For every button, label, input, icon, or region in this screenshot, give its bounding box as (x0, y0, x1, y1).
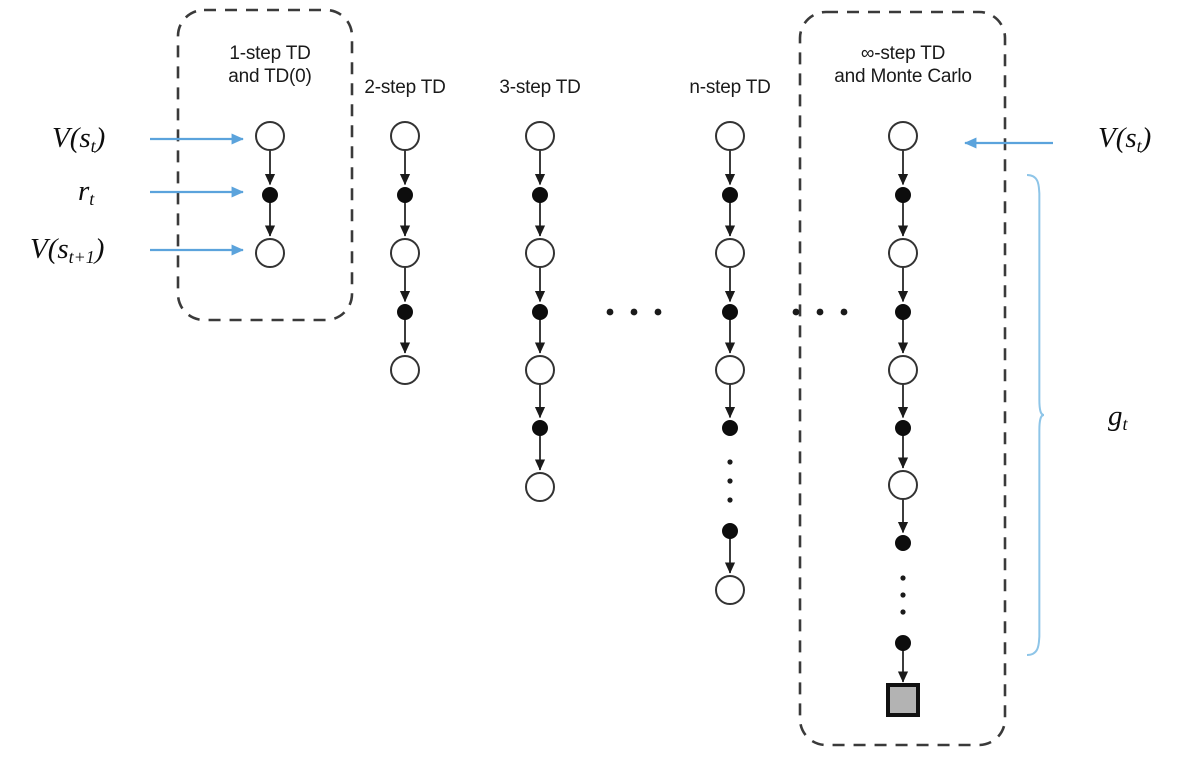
dashed-group-box-monte-carlo-box (798, 10, 1007, 747)
math-label-value-st1-base: V(s (30, 233, 69, 265)
math-label-return-gt: gt (1108, 400, 1128, 435)
horizontal-ellipsis-dot (792, 308, 800, 316)
math-label-value-st-right-base: V(s (1098, 122, 1137, 154)
horizontal-ellipsis-dot (606, 308, 614, 316)
return-brace-group (1026, 174, 1045, 656)
math-label-return-gt-base: g (1108, 400, 1123, 432)
state-node (715, 575, 745, 605)
math-label-value-st1-subscript: t+1 (68, 247, 95, 268)
math-label-reward-rt-base: r (78, 175, 90, 207)
reward-node (532, 187, 548, 203)
state-node (888, 355, 918, 385)
state-node (390, 238, 420, 268)
reward-node (895, 304, 911, 320)
math-label-value-st1: V(st+1) (30, 233, 104, 268)
state-node (888, 121, 918, 151)
return-brace-path (1026, 174, 1045, 656)
reward-node (722, 187, 738, 203)
terminal-node (886, 683, 920, 717)
dashed-boxes-group (176, 8, 1007, 747)
horizontal-ellipsis-dot (840, 308, 848, 316)
state-node (888, 470, 918, 500)
state-node (888, 238, 918, 268)
state-node (390, 121, 420, 151)
reward-node (895, 187, 911, 203)
column-header-infinite-step: ∞-step TD and Monte Carlo (834, 43, 972, 87)
reward-node (722, 523, 738, 539)
state-node (525, 355, 555, 385)
column-header-three-step: 3-step TD (499, 77, 581, 98)
math-label-reward-rt: rt (78, 175, 94, 210)
math-label-value-st-right-tail: ) (1141, 122, 1152, 154)
math-label-value-st1-tail: ) (94, 233, 105, 265)
math-label-value-st-subscript: t (90, 136, 96, 157)
math-label-value-st-base: V(s (52, 122, 91, 154)
column-header-one-step: 1-step TD and TD(0) (228, 43, 312, 87)
vertical-ellipsis-dot (900, 592, 906, 598)
math-label-value-st: V(st) (52, 122, 105, 157)
reward-node (722, 420, 738, 436)
reward-node (895, 420, 911, 436)
state-node (390, 355, 420, 385)
math-label-reward-rt-subscript: t (89, 189, 95, 210)
reward-node (262, 187, 278, 203)
chain-nodes-group (255, 121, 920, 717)
state-node (255, 121, 285, 151)
vertical-ellipsis-dot (727, 497, 733, 503)
ellipsis-group (606, 308, 906, 615)
reward-node (532, 420, 548, 436)
horizontal-ellipsis-dot (654, 308, 662, 316)
reward-node (895, 535, 911, 551)
math-label-return-gt-subscript: t (1122, 414, 1128, 435)
vertical-ellipsis-dot (900, 609, 906, 615)
reward-node (397, 304, 413, 320)
horizontal-ellipsis-dot (816, 308, 824, 316)
horizontal-ellipsis-dot (630, 308, 638, 316)
math-label-value-st-right-subscript: t (1136, 136, 1142, 157)
chain-edges-group (264, 150, 909, 683)
column-header-two-step: 2-step TD (364, 77, 446, 98)
reward-node (722, 304, 738, 320)
vertical-ellipsis-dot (727, 459, 733, 465)
reward-node (397, 187, 413, 203)
reward-node (532, 304, 548, 320)
column-header-n-step: n-step TD (689, 77, 771, 98)
state-node (525, 121, 555, 151)
vertical-ellipsis-dot (727, 478, 733, 484)
math-label-value-st-tail: ) (95, 122, 106, 154)
state-node (525, 472, 555, 502)
state-node (715, 355, 745, 385)
state-node (525, 238, 555, 268)
math-label-value-st-right: V(st) (1098, 122, 1151, 157)
vertical-ellipsis-dot (900, 575, 906, 581)
state-node (255, 238, 285, 268)
annotation-arrows-group (150, 133, 1053, 256)
reward-node (895, 635, 911, 651)
state-node (715, 121, 745, 151)
state-node (715, 238, 745, 268)
